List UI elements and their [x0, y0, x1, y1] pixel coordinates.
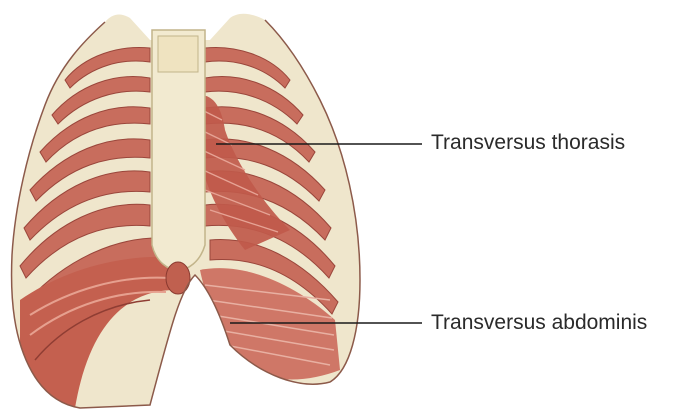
xiphoid-process — [166, 262, 190, 294]
label-transversus-abdominis: Transversus abdominis — [431, 312, 647, 333]
sternum — [152, 30, 205, 294]
label-transversus-thorasis: Transversus thorasis — [431, 132, 625, 153]
